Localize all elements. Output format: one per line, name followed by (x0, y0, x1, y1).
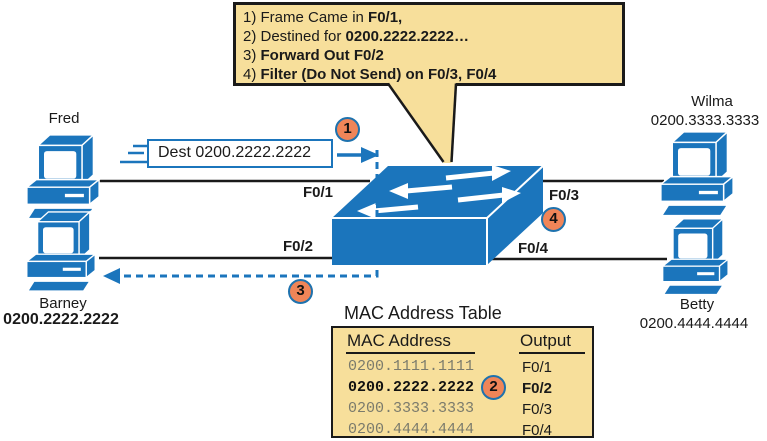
frame-direction-arrow (337, 147, 379, 163)
callout-box: 1) Frame Came in F0/1, 2) Destined for 0… (233, 2, 625, 86)
computer-icon-wilma (660, 131, 734, 217)
mac-table-row-output: F0/3 (522, 401, 553, 418)
speed-lines-icon (120, 144, 147, 164)
frame-destination-label: Dest 0200.2222.2222 (158, 144, 312, 161)
host-mac-barney: 0200.2222.2222 (3, 311, 119, 328)
mac-table-header-output: Output (520, 331, 572, 350)
host-label-fred: Fred (48, 110, 80, 127)
callout-line-3: 3) Forward Out F0/2 (243, 47, 384, 64)
port-label-f01: F0/1 (303, 184, 334, 201)
port-label-f02: F0/2 (283, 238, 314, 255)
header-underline-output (519, 352, 585, 354)
port-label-f03: F0/3 (549, 187, 580, 204)
forward-path-dashed-arrow (103, 150, 379, 284)
mac-table-row-output: F0/1 (522, 359, 553, 376)
computer-icon-betty (662, 218, 729, 296)
host-mac-wilma: 0200.3333.3333 (650, 112, 760, 129)
mac-table-row-output: F0/2 (522, 380, 553, 397)
host-mac-betty: 0200.4444.4444 (639, 315, 749, 332)
switch-arrows-icon (357, 165, 521, 219)
port-label-f04: F0/4 (518, 240, 549, 257)
callout-line-1: 1) Frame Came in F0/1, (243, 9, 403, 26)
host-label-betty: Betty (679, 296, 715, 313)
step-badge-3: 3 (288, 279, 313, 304)
step-badge-1: 1 (335, 117, 360, 142)
mac-table-row-output: F0/4 (522, 422, 553, 439)
mac-table-row-mac: 0200.1111.1111 (348, 358, 475, 375)
computer-icon-fred (26, 134, 100, 220)
header-underline-mac (346, 352, 475, 354)
mac-table-row-mac: 0200.2222.2222 (348, 379, 475, 396)
host-label-wilma: Wilma (691, 93, 733, 110)
mac-table-row-mac: 0200.3333.3333 (348, 400, 475, 417)
switch-icon (332, 165, 544, 265)
callout-line-4: 4) Filter (Do Not Send) on F0/3, F0/4 (243, 66, 497, 83)
step-badge-2: 2 (481, 375, 506, 400)
mac-address-table: MAC Address Output 0200.1111.1111 F0/1 0… (331, 326, 594, 439)
step-badge-4: 4 (541, 207, 566, 232)
host-label-barney: Barney (39, 295, 87, 312)
frame-label-box: Dest 0200.2222.2222 (147, 139, 333, 168)
mac-table-header-mac: MAC Address (347, 331, 451, 350)
mac-table-title: MAC Address Table (344, 303, 502, 323)
computer-icon-barney (26, 211, 96, 292)
callout-line-2: 2) Destined for 0200.2222.2222… (243, 28, 469, 45)
mac-table-row-mac: 0200.4444.4444 (348, 421, 475, 438)
